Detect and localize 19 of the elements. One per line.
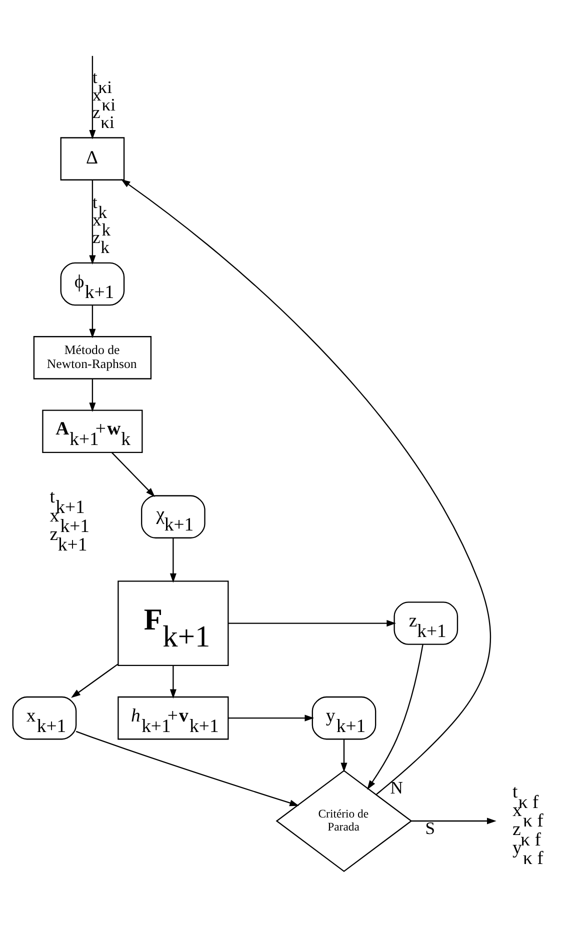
arrow xyxy=(170,665,176,698)
arrow xyxy=(89,378,96,412)
arrow xyxy=(89,180,96,264)
arrow xyxy=(367,644,424,790)
arrow xyxy=(228,714,314,721)
arrow xyxy=(228,620,396,626)
arrow xyxy=(89,304,96,338)
edge-label: S xyxy=(425,818,435,838)
arrow xyxy=(120,178,491,794)
arrow xyxy=(76,730,300,806)
node-box: Δ xyxy=(60,136,125,180)
arrow xyxy=(411,817,496,824)
arrow xyxy=(71,663,118,698)
arrow xyxy=(170,538,176,582)
arrow xyxy=(89,55,96,139)
node-box: Método de Newton-Raphson xyxy=(33,336,152,379)
arrow xyxy=(340,739,348,772)
arrow xyxy=(112,452,156,496)
edge-label: N xyxy=(390,776,403,797)
